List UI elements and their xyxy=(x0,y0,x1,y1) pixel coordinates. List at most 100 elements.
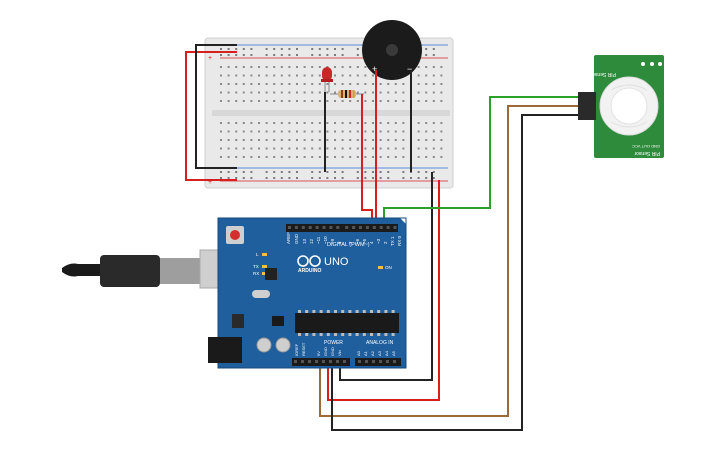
breadboard-rail-hole xyxy=(318,177,321,179)
piezo-buzzer[interactable]: + − xyxy=(362,20,422,80)
breadboard-hole xyxy=(227,66,230,68)
breadboard-hole xyxy=(432,91,435,94)
breadboard-hole xyxy=(303,74,306,77)
breadboard-hole xyxy=(402,139,405,141)
breadboard-hole xyxy=(318,156,321,158)
breadboard-rail-hole xyxy=(220,54,222,56)
usb-chip xyxy=(265,268,277,280)
breadboard-hole xyxy=(273,100,276,102)
breadboard-rail-hole xyxy=(288,54,291,56)
pin-4-label: 4 xyxy=(369,241,374,244)
breadboard-hole xyxy=(280,156,283,158)
resistor[interactable] xyxy=(330,90,364,98)
chip-pin xyxy=(362,310,366,313)
breadboard-hole xyxy=(349,130,352,133)
breadboard-hole xyxy=(356,66,359,68)
breadboard-hole xyxy=(341,100,344,102)
breadboard-hole xyxy=(235,66,238,68)
digital-pins xyxy=(288,226,397,229)
breadboard-hole xyxy=(394,83,397,85)
breadboard-hole xyxy=(364,139,367,141)
breadboard-hole xyxy=(288,83,291,85)
breadboard-rail-hole xyxy=(326,54,329,56)
breadboard-hole xyxy=(387,91,390,94)
breadboard-hole xyxy=(220,91,222,94)
breadboard-hole xyxy=(280,130,283,133)
breadboard-hole xyxy=(242,156,245,158)
breadboard-rail-hole xyxy=(265,171,268,173)
breadboard-hole xyxy=(296,130,298,133)
breadboard-hole xyxy=(341,130,344,133)
breadboard-hole xyxy=(311,91,314,94)
breadboard-hole xyxy=(235,91,238,94)
digital-label: DIGITAL (PWM~) xyxy=(327,242,370,248)
breadboard-hole xyxy=(356,139,359,141)
breadboard-rail-hole xyxy=(417,171,420,173)
breadboard-hole xyxy=(379,83,382,85)
breadboard-hole xyxy=(356,130,359,133)
breadboard-hole xyxy=(311,122,314,124)
breadboard-hole xyxy=(440,130,443,133)
power-pin xyxy=(336,360,339,363)
breadboard-hole xyxy=(303,122,306,124)
breadboard-hole xyxy=(303,83,306,85)
svg-text:+: + xyxy=(208,179,212,186)
breadboard-rail-hole xyxy=(432,48,435,50)
breadboard-hole xyxy=(235,139,238,141)
pin-aref-label: AREF xyxy=(286,232,291,244)
breadboard-rail-hole xyxy=(341,177,344,179)
breadboard-rail-hole xyxy=(402,177,405,179)
power-pin xyxy=(322,360,325,363)
breadboard-hole xyxy=(258,156,260,158)
breadboard-hole xyxy=(280,147,283,150)
breadboard-hole xyxy=(379,156,382,158)
breadboard-hole xyxy=(303,147,306,150)
breadboard-hole xyxy=(440,139,443,141)
breadboard-hole xyxy=(242,147,245,150)
red-led[interactable] xyxy=(321,67,333,92)
breadboard-hole xyxy=(425,83,428,85)
breadboard-hole xyxy=(280,66,283,68)
chip-pin xyxy=(391,310,395,313)
breadboard-hole xyxy=(318,100,321,102)
arduino-uno[interactable]: DIGITAL (PWM~) AREF GND 13 12 ~11 ~10 ~9… xyxy=(208,217,407,369)
breadboard-hole xyxy=(303,91,306,94)
breadboard-rail-hole xyxy=(432,171,435,173)
breadboard-hole xyxy=(311,83,314,85)
breadboard-hole xyxy=(417,83,420,85)
breadboard-hole xyxy=(417,91,420,94)
chip-pin xyxy=(377,310,381,313)
breadboard-rail-hole xyxy=(250,177,253,179)
pin-6-label: ~6 xyxy=(355,238,360,244)
breadboard-rail-hole xyxy=(334,177,336,179)
breadboard-hole xyxy=(379,130,382,133)
breadboard-hole xyxy=(334,100,336,102)
breadboard-hole xyxy=(288,130,291,133)
breadboard-hole xyxy=(273,122,276,124)
breadboard-rail-hole xyxy=(311,48,314,50)
breadboard-rail-hole xyxy=(425,48,428,50)
analog-pin xyxy=(393,360,396,363)
breadboard-hole xyxy=(349,147,352,150)
breadboard-hole xyxy=(242,100,245,102)
breadboard-rail-hole xyxy=(379,177,382,179)
breadboard-rail-hole xyxy=(242,177,245,179)
breadboard-hole xyxy=(280,139,283,141)
breadboard-rail-hole xyxy=(280,54,283,56)
analog-header xyxy=(355,358,401,366)
breadboard-hole xyxy=(402,100,405,102)
breadboard-rail-hole xyxy=(273,54,276,56)
power-pin xyxy=(329,360,332,363)
breadboard-hole xyxy=(273,130,276,133)
breadboard-hole xyxy=(280,91,283,94)
breadboard-hole xyxy=(311,100,314,102)
regulator xyxy=(232,314,244,328)
breadboard-hole xyxy=(220,100,222,102)
breadboard-hole xyxy=(326,139,329,141)
breadboard-hole xyxy=(227,139,230,141)
breadboard-hole xyxy=(235,100,238,102)
breadboard-hole xyxy=(296,83,298,85)
pir-sensor[interactable]: PIR Sensor PIR Sensor GND OUT VCC xyxy=(578,55,664,158)
reset-button-cap[interactable] xyxy=(230,230,240,240)
chip-pin xyxy=(312,333,316,336)
